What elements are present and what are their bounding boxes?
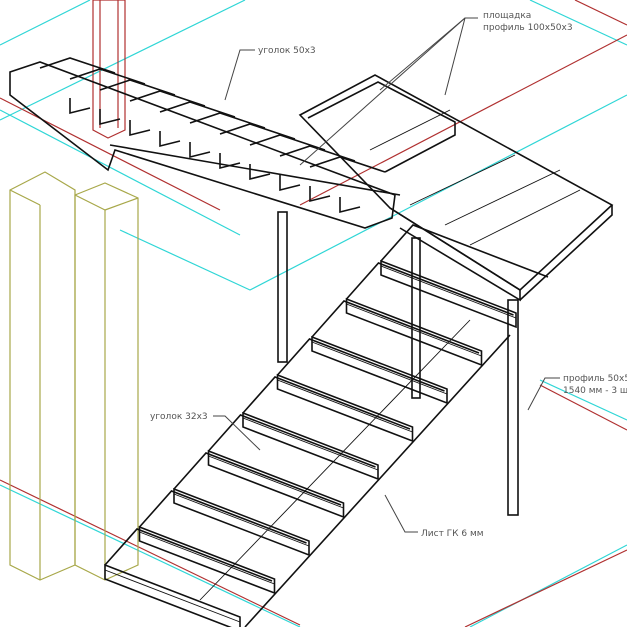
step-angle (311, 341, 448, 395)
step-riser (207, 449, 345, 519)
label-post-count: 1540 мм - 3 шт (563, 386, 627, 396)
upper-step-riser (249, 164, 271, 181)
upper-step-riser (159, 131, 181, 148)
upper-step (189, 112, 266, 129)
step-angle (277, 379, 413, 433)
step-angle (104, 569, 241, 623)
step-riser (242, 411, 379, 481)
upper-step-riser (339, 197, 361, 214)
step-tread (276, 338, 445, 392)
label-platform-title: площадка (483, 11, 531, 21)
step-tread (173, 452, 342, 506)
step-riser (345, 297, 483, 367)
upper-step-riser (309, 186, 331, 203)
upper-step-riser (279, 175, 301, 192)
upper-step-riser (189, 142, 211, 159)
step-angle (173, 493, 310, 547)
step-tread (207, 414, 376, 468)
step-tread (311, 300, 480, 354)
step-angle (242, 417, 379, 471)
step-tread (138, 490, 307, 544)
upper-step (69, 68, 146, 85)
upper-step (99, 79, 176, 96)
upper-step (159, 101, 236, 118)
step-tread (345, 262, 514, 316)
upper-step (129, 90, 206, 107)
step-riser (311, 335, 448, 405)
upper-step-riser (69, 98, 91, 115)
upper-step-riser (99, 109, 121, 126)
stringer (244, 334, 511, 627)
upper-step-riser (219, 153, 241, 170)
step-riser (104, 563, 241, 627)
lower-flight (104, 224, 549, 627)
leaders (213, 17, 560, 533)
step-tread (380, 224, 549, 278)
platform (298, 74, 614, 302)
upper-step (39, 57, 116, 74)
step-riser (138, 525, 276, 595)
posts (277, 211, 519, 516)
label-sheet: Лист ГК 6 мм (421, 529, 484, 539)
label-angle-upper: уголок 50х3 (258, 46, 316, 56)
step-angle (380, 265, 517, 319)
step-tread (104, 528, 273, 582)
upper-step-riser (129, 120, 151, 137)
stringer-inner (199, 319, 471, 601)
label-angle-lower: уголок 32х3 (150, 412, 208, 422)
upper-step (249, 134, 326, 151)
red-column (92, 0, 126, 139)
step-riser (276, 373, 414, 443)
label-platform-profile: профиль 100х50х3 (483, 23, 573, 33)
upper-step (219, 123, 296, 140)
step-angle (208, 455, 344, 509)
step-tread (242, 376, 411, 430)
step-riser (173, 487, 310, 557)
column-outline (9, 171, 139, 581)
label-post-profile: профиль 50х50 (563, 374, 627, 384)
step-angle (139, 531, 275, 585)
step-riser (380, 259, 517, 329)
step-angle (346, 303, 482, 357)
